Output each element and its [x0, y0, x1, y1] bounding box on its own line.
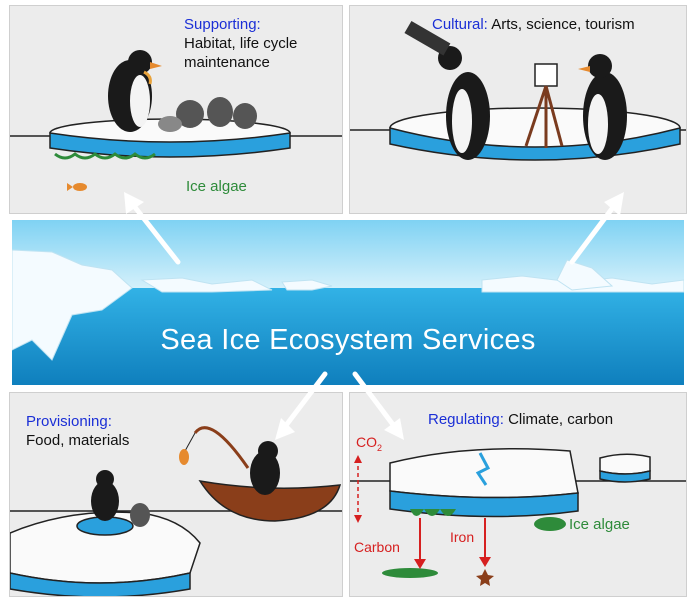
supporting-text-line2: maintenance [184, 54, 270, 71]
co2-exchange-arrow [354, 455, 362, 523]
supporting-illustration [10, 50, 342, 191]
penguin-adult-icon [108, 50, 162, 132]
sea-ice-banner [12, 220, 684, 385]
regulating-illustration [350, 447, 686, 586]
fish-icon [179, 449, 189, 465]
co2-text: CO [356, 434, 377, 450]
carbon-arrow [414, 518, 426, 569]
co2-subscript: 2 [377, 442, 383, 453]
cultural-label: Cultural: Arts, science, tourism [432, 15, 635, 34]
regulating-panel: Regulating: Climate, carbon CO2 Carbon I… [349, 392, 687, 597]
ice-algae-icon [382, 509, 566, 578]
iron-arrow [479, 518, 491, 567]
penguin-photographer-icon [404, 20, 490, 160]
cultural-text: Arts, science, tourism [491, 16, 635, 33]
provisioning-panel: Provisioning: Food, materials [9, 392, 343, 597]
penguin-painter-icon [578, 54, 627, 160]
provisioning-illustration [10, 426, 342, 596]
provisioning-text: Food, materials [26, 432, 130, 449]
starfish-icon [476, 569, 494, 586]
supporting-panel: Supporting: Habitat, life cycle maintena… [9, 5, 343, 214]
provisioning-label: Provisioning: Food, materials [26, 412, 129, 450]
camera-tripod-icon [524, 63, 564, 148]
regulating-heading: Regulating: [428, 411, 504, 428]
penguins-eating-icon [91, 470, 150, 527]
supporting-text-line1: Habitat, life cycle [184, 35, 298, 52]
provisioning-heading: Provisioning: [26, 413, 112, 430]
carbon-label: Carbon [354, 539, 400, 555]
supporting-ice-algae-label: Ice algae [186, 178, 247, 195]
cultural-illustration [350, 20, 686, 161]
fish-icon [67, 183, 87, 191]
regulating-label: Regulating: Climate, carbon [428, 410, 613, 429]
ice-floes [12, 249, 684, 361]
penguin-chicks-icon [158, 97, 257, 132]
boat-icon [184, 426, 342, 522]
regulating-ice-algae-label: Ice algae [569, 516, 630, 533]
ice-algae-icon [54, 152, 156, 160]
supporting-heading: Supporting: [184, 16, 261, 33]
co2-label: CO2 [356, 434, 382, 453]
supporting-label: Supporting: Habitat, life cycle maintena… [184, 15, 297, 72]
iron-label: Iron [450, 529, 475, 545]
regulating-text: Climate, carbon [508, 411, 614, 428]
banner-title: Sea Ice Ecosystem Services [160, 324, 536, 356]
cultural-panel: Cultural: Arts, science, tourism [349, 5, 687, 214]
cultural-heading: Cultural: [432, 16, 488, 33]
